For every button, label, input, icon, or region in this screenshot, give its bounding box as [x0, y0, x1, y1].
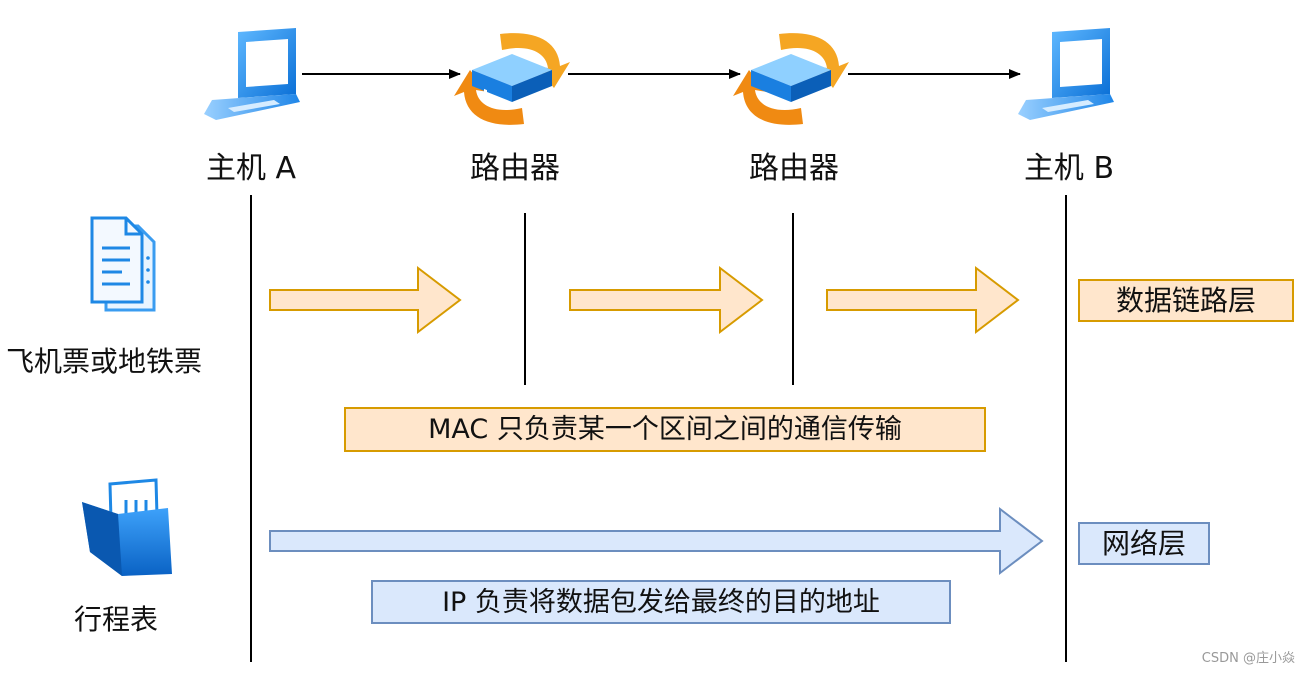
watermark: CSDN @庄小焱	[1201, 651, 1295, 666]
laptop-icon	[204, 28, 300, 120]
network-analogy-label: 行程表	[74, 603, 159, 636]
network-description: IP 负责将数据包发给最终的目的地址	[371, 580, 951, 624]
data-link-hop-arrow	[269, 265, 462, 335]
folder-icon	[82, 478, 172, 576]
document-icon	[90, 216, 156, 312]
network-end-to-end-arrow	[269, 506, 1044, 576]
data-link-hop-arrow	[569, 265, 764, 335]
node-label-host-b: 主机 B	[1023, 151, 1115, 186]
node-label-host-a: 主机 A	[205, 151, 297, 186]
data-link-layer-label: 数据链路层	[1078, 279, 1294, 322]
laptop-icon	[1018, 28, 1114, 120]
node-label-router-1: 路由器	[470, 151, 560, 186]
router-icon	[733, 33, 849, 125]
data-link-description: MAC 只负责某一个区间之间的通信传输	[344, 407, 986, 452]
data-link-hop-arrow	[826, 265, 1020, 335]
node-label-router-2: 路由器	[749, 151, 839, 186]
data-link-analogy-label: 飞机票或地铁票	[6, 345, 203, 378]
network-layer-label: 网络层	[1078, 522, 1210, 565]
router-icon	[454, 33, 570, 125]
